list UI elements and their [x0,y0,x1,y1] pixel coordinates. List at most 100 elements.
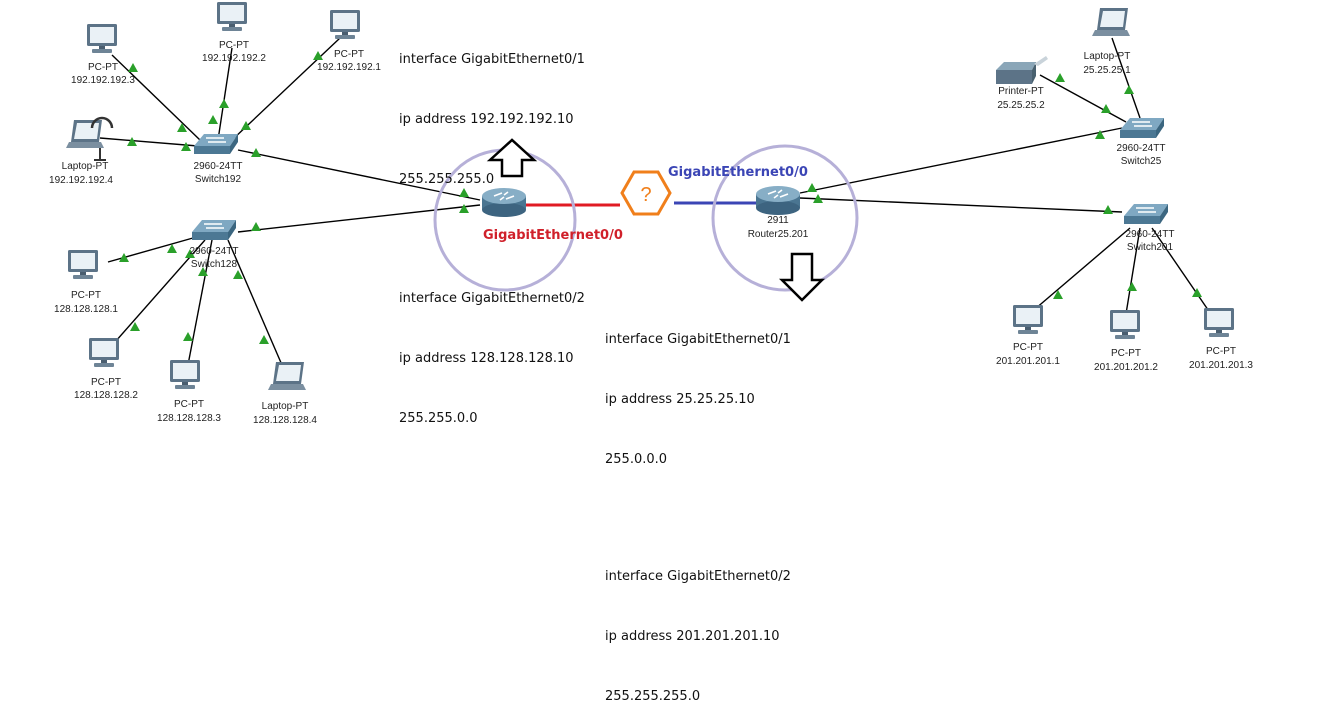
port-indicator [177,123,187,132]
host-type-label: Laptop-PT [1084,51,1131,62]
link-pc128-3 [186,239,213,371]
config-line: ip address 128.128.128.10 [399,351,574,366]
left-interface-label: GigabitEthernet0/0 [483,228,623,243]
switch-icon [1119,117,1165,139]
config-line: interface GigabitEthernet0/1 [399,52,585,67]
pc-icon[interactable] [89,338,119,367]
link-printer25-2 [1039,74,1127,123]
router-icon [755,185,801,216]
host-ip-label: 201.201.201.2 [1094,362,1158,373]
link-pc201-1 [1027,227,1131,316]
switch25[interactable] [1119,117,1165,139]
config-bottom: interface GigabitEthernet0/1 ip address … [605,290,791,727]
router-name-label: Router25.201 [748,229,809,240]
microphone-icon [94,148,106,161]
switch192[interactable] [193,133,239,155]
switch128[interactable] [191,219,237,241]
unknown-device-hexagon [620,170,672,216]
pc-icon[interactable] [330,10,360,39]
links [99,37,1216,373]
switch-name-label: Switch192 [195,174,242,185]
host-type-label: PC-PT [1111,348,1141,359]
port-indicator [119,253,129,262]
switch-name-label: Switch25 [1121,156,1162,167]
pc-icon[interactable] [87,24,117,53]
switch-model-label: 2960-24TT [1117,143,1166,154]
host-ip-label: 128.128.128.1 [54,304,118,315]
host-type-label: PC-PT [219,40,249,51]
config-line: interface GigabitEthernet0/2 [399,291,585,306]
headset-icon [90,116,114,129]
host-ip-label: 192.192.192.1 [317,62,381,73]
config-line: ip address 201.201.201.10 [605,629,780,644]
host-type-label: PC-PT [88,62,118,73]
switch201[interactable] [1123,203,1169,225]
host-ip-label: 192.192.192.2 [202,53,266,64]
pc-icon[interactable] [170,360,200,389]
switch-icon [193,133,239,155]
config-line: 255.0.0.0 [605,452,668,467]
port-indicator [251,222,261,231]
host-ip-label: 128.128.128.2 [74,390,138,401]
pc-icon[interactable] [1204,308,1234,337]
link-pc192-3 [111,54,201,141]
port-indicator [1127,282,1137,291]
host-ip-label: 128.128.128.3 [157,413,221,424]
laptop-icon[interactable] [268,362,306,390]
down-arrow-icon [778,252,826,302]
host-ip-label: 25.25.25.2 [997,100,1045,111]
pc-icon[interactable] [217,2,247,31]
host-type-label: PC-PT [71,290,101,301]
port-indicator [208,115,218,124]
host-ip-label: 192.192.192.4 [49,175,113,186]
link-laptop192-4 [99,137,199,147]
laptop-icon[interactable] [1092,8,1130,36]
host-type-label: PC-PT [174,399,204,410]
switch-name-label: Switch201 [1127,242,1174,253]
switch-model-label: 2960-24TT [194,161,243,172]
link-pc201-2 [1124,227,1141,321]
host-ip-label: 192.192.192.3 [71,75,135,86]
host-type-label: Printer-PT [998,86,1044,97]
switch-icon [191,219,237,241]
host-ip-label: 201.201.201.1 [996,356,1060,367]
port-indicator [1124,85,1134,94]
config-line: ip address 192.192.192.10 [399,112,574,127]
port-indicator [259,335,269,344]
printer-icon[interactable] [996,56,1048,84]
port-indicator [128,63,138,72]
unknown-device-label: ? [640,184,651,206]
link-router-sw201 [799,197,1123,213]
port-indicator [241,121,251,130]
config-top: interface GigabitEthernet0/1 ip address … [399,10,585,449]
config-line: 255.255.255.0 [605,689,701,704]
pc-icon[interactable] [1013,305,1043,334]
port-indicator [1103,205,1113,214]
host-ip-label: 201.201.201.3 [1189,360,1253,371]
port-indicator [1055,73,1065,82]
host-type-label: PC-PT [1206,346,1236,357]
link-sw128-router [237,204,481,233]
host-type-label: PC-PT [334,49,364,60]
config-line: ip address 25.25.25.10 [605,392,755,407]
right-interface-label: GigabitEthernet0/0 [668,165,808,180]
link-laptop25-1 [1111,37,1141,119]
switch-model-label: 2960-24TT [190,246,239,257]
laptop-icon[interactable] [66,120,104,148]
host-type-label: Laptop-PT [262,401,309,412]
switch-icon [1123,203,1169,225]
port-indicator [181,142,191,151]
network-topology: ? GigabitEthernet0/0 GigabitEthernet0/0 … [49,2,1253,426]
config-line: interface GigabitEthernet0/2 [605,569,791,584]
pc-icon[interactable] [1110,310,1140,339]
switch-name-label: Switch128 [191,259,238,270]
host-ip-label: 128.128.128.4 [253,415,317,426]
link-pc192-2 [217,47,233,141]
host-type-label: PC-PT [91,377,121,388]
link-pc128-2 [107,239,206,351]
right-router[interactable] [755,185,801,216]
port-indicator [807,183,817,192]
pc-icon[interactable] [68,250,98,279]
link-pc192-1 [231,37,341,141]
link-pc201-3 [1151,227,1216,321]
